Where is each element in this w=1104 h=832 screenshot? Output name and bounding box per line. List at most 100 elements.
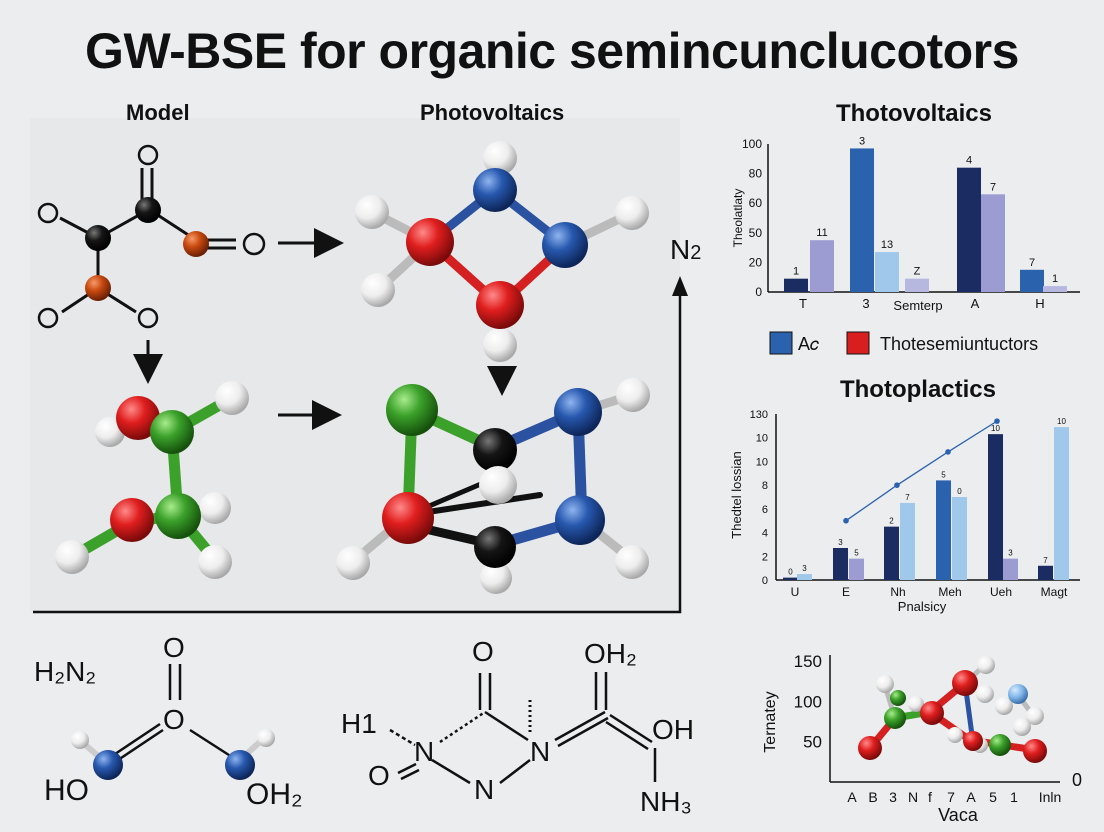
chart2-bar <box>900 502 915 580</box>
chart1-y-tick-label: 100 <box>742 137 762 151</box>
atom-hydrogen <box>616 378 650 412</box>
label-n2-main: N <box>670 234 691 265</box>
chart2-bar-label: 3 <box>802 564 807 573</box>
chart2-bar-label: 7 <box>905 493 910 502</box>
chart3-y-tick-label: 100 <box>794 692 822 711</box>
atom-oxygen <box>110 498 154 542</box>
atom-carbon <box>474 526 516 568</box>
label-atom-o: O <box>368 760 390 791</box>
panel-frame-line <box>33 280 682 614</box>
atom-hydrogen <box>977 656 995 674</box>
atom-lightblue <box>1008 684 1028 704</box>
atom-hydrogen <box>336 546 370 580</box>
label-oh2-right: OH₂ <box>584 638 637 669</box>
label-atom-o: O <box>472 636 494 667</box>
atom-nitrogen <box>93 750 123 780</box>
atom-hydrogen <box>615 196 649 230</box>
atom-hydrogen <box>480 562 512 594</box>
label-atom-n: N <box>530 736 551 767</box>
chart3-x-tick-label: 1 <box>1010 789 1018 805</box>
label-h1: H1 <box>341 708 377 739</box>
atom-orange <box>183 231 209 257</box>
chart2-y-tick-label: 2 <box>762 551 768 563</box>
chart3-y-tick-label: 50 <box>803 733 822 752</box>
atom-hydrogen <box>483 328 517 362</box>
chart1-x-tick-label: T <box>799 296 807 311</box>
chart2-x-tick-label: Nh <box>890 585 905 599</box>
label-oh2-left: OH₂ <box>246 778 303 811</box>
chart2-bar <box>1054 427 1069 580</box>
atom-hydrogen <box>199 492 231 524</box>
chart3-x-tick-label: 5 <box>989 789 997 805</box>
chart1-bar-label: 11 <box>816 227 827 239</box>
chart2-x-tick-label: E <box>842 585 850 599</box>
label-oh: OH <box>652 714 694 745</box>
atom-oxygen <box>476 281 524 329</box>
chart2-line-point <box>994 418 1000 424</box>
chart2-bar <box>1038 565 1053 580</box>
atom-hydrogen <box>615 545 649 579</box>
chart3-x-tick-label: f <box>928 789 932 805</box>
molecule-skeletal-model <box>37 144 266 329</box>
atom-carbon-green <box>989 734 1011 756</box>
chart3-x-tick-label: N <box>908 789 918 805</box>
atom-oxygen-ring <box>37 202 59 224</box>
chart-thotovoltaics: Thotovoltaics Theolatlaty Semterp 111313… <box>731 100 1080 313</box>
molecule-ball-stick-left <box>55 381 249 579</box>
atom-oxygen-ring <box>37 307 59 329</box>
legend-swatch-blue <box>769 331 793 355</box>
atom-nitrogen <box>554 388 602 436</box>
chart3-xlabel: Vaca <box>938 805 979 825</box>
chart1-x-tick-label: H <box>1035 296 1044 311</box>
atom-carbon <box>85 225 111 251</box>
legend-swatch-red <box>846 331 870 355</box>
atom-carbon <box>135 197 161 223</box>
label-n2-sub: 2 <box>690 242 702 264</box>
atom-oxygen-ring <box>137 307 159 329</box>
chart1-bar <box>957 167 981 292</box>
chart2-y-tick-label: 8 <box>762 480 768 492</box>
chart1-bar-label: 7 <box>990 181 996 193</box>
chart2-line-point <box>945 449 951 455</box>
chart1-bar <box>875 252 899 292</box>
chart2-line-point <box>894 482 900 488</box>
panel-arrow-up <box>672 276 688 296</box>
atom-carbon-green <box>890 690 906 706</box>
atom-carbon-green <box>386 384 438 436</box>
chart2-ylabel: Thedtel lossian <box>729 451 744 538</box>
chart1-xlabel: Semterp <box>893 298 942 313</box>
section-title-model: Model <box>126 100 190 125</box>
label-h2n2: H₂N₂ <box>34 656 97 687</box>
chart2-bar <box>936 480 951 580</box>
chart2-bar-label: 3 <box>838 538 843 547</box>
chart1-bar-label: 1 <box>793 266 799 278</box>
atom-nitrogen <box>225 750 255 780</box>
chart2-bar <box>884 526 899 580</box>
chart2-bar-label: 5 <box>941 470 946 479</box>
chart2-y-tick-label: 10 <box>756 433 768 445</box>
atom-nitrogen <box>542 222 588 268</box>
chart3-x-tick-label: Inln <box>1039 789 1062 805</box>
chart3-x-tick-label: 3 <box>889 789 897 805</box>
atom-carbon-green <box>155 493 201 539</box>
chart2-x-tick-label: Ueh <box>990 585 1012 599</box>
chart1-bar-label: Z <box>914 266 921 278</box>
chart1-y-tick-label: 50 <box>749 226 763 240</box>
chart3-x-tick-label: B <box>868 789 877 805</box>
atom-hydrogen <box>215 381 249 415</box>
atom-hydrogen <box>198 545 232 579</box>
chart2-bar-label: 0 <box>788 568 793 577</box>
label-atom-o: O <box>163 632 185 663</box>
atom-oxygen <box>116 396 160 440</box>
label-nh3: NH₃ <box>640 786 692 817</box>
molecule-ball-stick-top <box>355 141 649 362</box>
chart2-y-tick-label: 10 <box>756 456 768 468</box>
atom-carbon-green <box>884 707 906 729</box>
chart2-y-tick-label: 4 <box>762 528 768 540</box>
label-atom-o: O <box>163 704 185 735</box>
chart2-y-tick-label: 6 <box>762 504 768 516</box>
chart2-series-line <box>845 420 998 522</box>
chart2-x-tick-label: U <box>791 585 800 599</box>
